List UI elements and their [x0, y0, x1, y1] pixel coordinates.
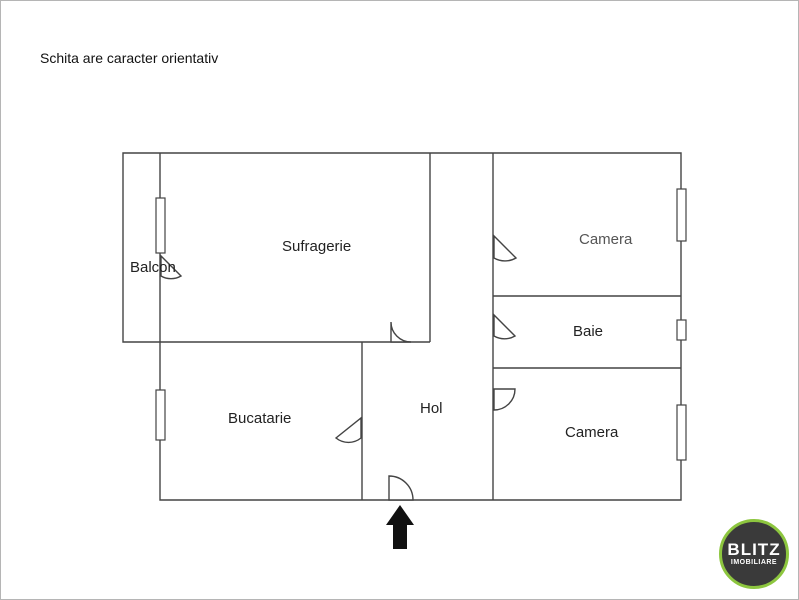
- room-label-camera-top: Camera: [579, 231, 633, 248]
- door-bucatarie: [334, 416, 362, 444]
- room-label-balcon: Balcon: [130, 259, 176, 276]
- logo-main-text: BLITZ: [727, 540, 781, 559]
- window-camera-bottom: [676, 404, 687, 461]
- outer-wall: [122, 152, 682, 501]
- door-entrance: [388, 475, 414, 501]
- window-baie: [676, 319, 687, 341]
- room-label-camera-bottom: Camera: [565, 424, 619, 441]
- door-sufragerie: [390, 321, 412, 343]
- disclaimer-note: Schita are caracter orientativ: [40, 50, 219, 66]
- door-camera-bottom: [493, 388, 516, 411]
- entrance-arrow-icon: [386, 505, 414, 549]
- window-balcon: [155, 197, 166, 254]
- room-label-hol: Hol: [420, 400, 443, 417]
- door-camera-top: [493, 234, 518, 262]
- room-label-sufragerie: Sufragerie: [282, 238, 351, 255]
- door-baie: [493, 313, 517, 340]
- room-label-bucatarie: Bucatarie: [228, 410, 291, 427]
- room-label-baie: Baie: [573, 323, 603, 340]
- window-bucatarie: [155, 389, 166, 441]
- blitz-logo: BLITZ IMOBILIARE: [719, 519, 789, 589]
- door-balcon: [160, 254, 183, 280]
- window-camera-top: [676, 188, 687, 242]
- logo-sub-text: IMOBILIARE: [730, 559, 778, 566]
